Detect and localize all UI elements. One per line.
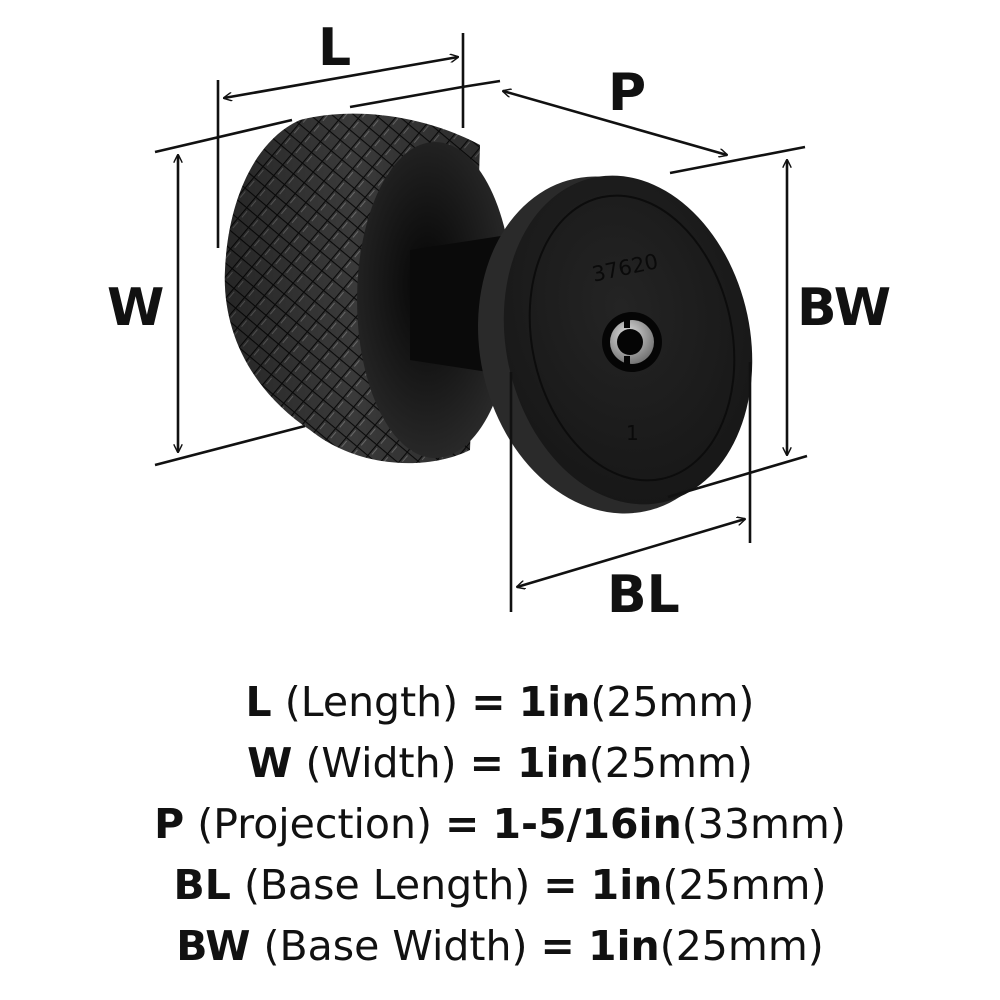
dim-label-P: P [608,63,646,123]
spec-abbr: BL [173,861,231,909]
spec-inches: 1-5/16in [492,800,682,848]
dimension-lines [154,33,808,612]
spec-abbr: W [247,739,293,787]
spec-equals: = [540,922,575,970]
spec-desc: (Base Width) [263,922,528,970]
spec-abbr: L [245,678,272,726]
spec-mm: (25mm) [590,678,755,726]
dim-P-arrow [503,91,727,155]
spec-abbr: BW [176,922,251,970]
knurled-knob [224,113,540,464]
spec-abbr: P [154,800,185,848]
spec-desc: (Length) [284,678,459,726]
spec-equals: = [471,678,506,726]
spec-desc: (Projection) [197,800,432,848]
screw-insert [602,312,662,372]
spec-desc: (Width) [305,739,457,787]
spec-length: L (Length) = 1in(25mm) [0,672,1000,733]
spec-equals: = [543,861,578,909]
spec-mm: (25mm) [662,861,827,909]
spec-mm: (25mm) [659,922,824,970]
spec-desc: (Base Length) [243,861,531,909]
spec-base-width: BW (Base Width) = 1in(25mm) [0,916,1000,977]
spec-equals: = [469,739,504,787]
dim-label-BW: BW [797,278,891,338]
base-mark-engraving: 1 [626,421,639,445]
spec-mm: (33mm) [681,800,846,848]
dim-L-guide-right [349,85,463,109]
spec-inches: 1in [587,922,660,970]
dim-W-guide-bottom [154,424,306,467]
knob-dimension-diagram: 37620 1 L P W BW BL [107,18,891,625]
dim-L-arrow [224,57,458,98]
dim-BL-arrow [517,519,745,587]
dim-label-W: W [107,278,164,338]
spec-projection: P (Projection) = 1-5/16in(33mm) [0,794,1000,855]
spec-base-length: BL (Base Length) = 1in(25mm) [0,855,1000,916]
dim-label-BL: BL [607,565,680,625]
dim-BW-guide-bottom [667,454,808,499]
spec-inches: 1in [517,739,589,787]
base-plate: 37620 1 [478,175,753,514]
spec-equals: = [445,800,480,848]
dim-P-guide [669,145,806,175]
spec-inches: 1in [590,861,663,909]
spec-inches: 1in [518,678,591,726]
spec-mm: (25mm) [588,739,753,787]
dimension-specs: L (Length) = 1in(25mm) W (Width) = 1in(2… [0,672,1000,977]
dim-label-L: L [318,18,351,78]
spec-width: W (Width) = 1in(25mm) [0,733,1000,794]
dim-L-guide-top [154,118,293,154]
